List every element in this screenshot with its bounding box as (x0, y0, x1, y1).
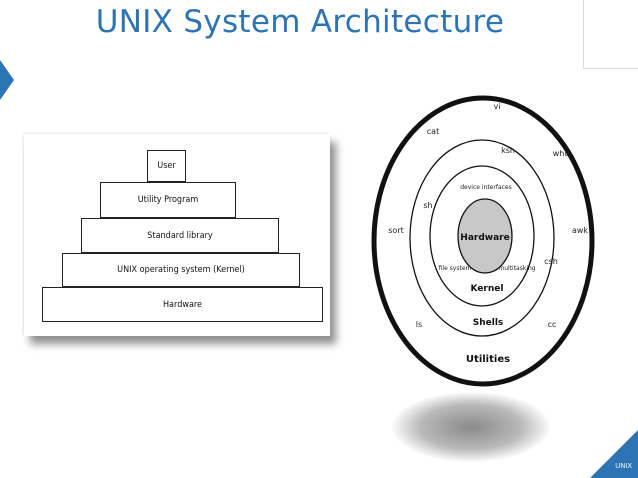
pyramid-layer-user: User (147, 150, 186, 182)
corner-frame (583, 0, 638, 69)
pyramid-layer-utility-program: Utility Program (100, 182, 236, 218)
utility-item-cat: cat (427, 127, 439, 136)
shells-label: Shells (473, 318, 504, 328)
corner-accent-triangle (590, 430, 638, 478)
utility-item-cc: cc (548, 320, 557, 329)
utility-item-vi: vi (494, 102, 501, 111)
utility-item-who: who (553, 149, 570, 158)
pyramid-layer-kernel: UNIX operating system (Kernel) (62, 253, 300, 287)
hardware-core (457, 198, 513, 274)
shell-item-csh: csh (544, 257, 558, 266)
shell-item-ksh: ksh (501, 146, 515, 155)
shell-item-sh: sh (423, 201, 432, 210)
core-label: Hardware (460, 233, 509, 243)
utility-item-ls: ls (416, 320, 422, 329)
kernel-item-file-system: file system (439, 265, 472, 272)
left-accent-arrow (0, 60, 14, 100)
utilities-label: Utilities (466, 354, 510, 365)
ring-diagram-shadow (392, 392, 550, 462)
kernel-item-device-interfaces: device interfaces (460, 184, 512, 191)
utility-item-sort: sort (388, 226, 404, 235)
kernel-label: Kernel (471, 284, 504, 294)
kernel-item-multitasking: multitasking (498, 265, 535, 272)
pyramid-layer-hardware: Hardware (42, 287, 323, 322)
slide-title: UNIX System Architecture (95, 4, 505, 40)
footer-label: UNIX (615, 463, 632, 470)
pyramid-panel: User Utility Program Standard library UN… (24, 134, 330, 336)
utility-item-awk: awk (572, 226, 588, 235)
pyramid-layer-standard-library: Standard library (81, 218, 279, 253)
